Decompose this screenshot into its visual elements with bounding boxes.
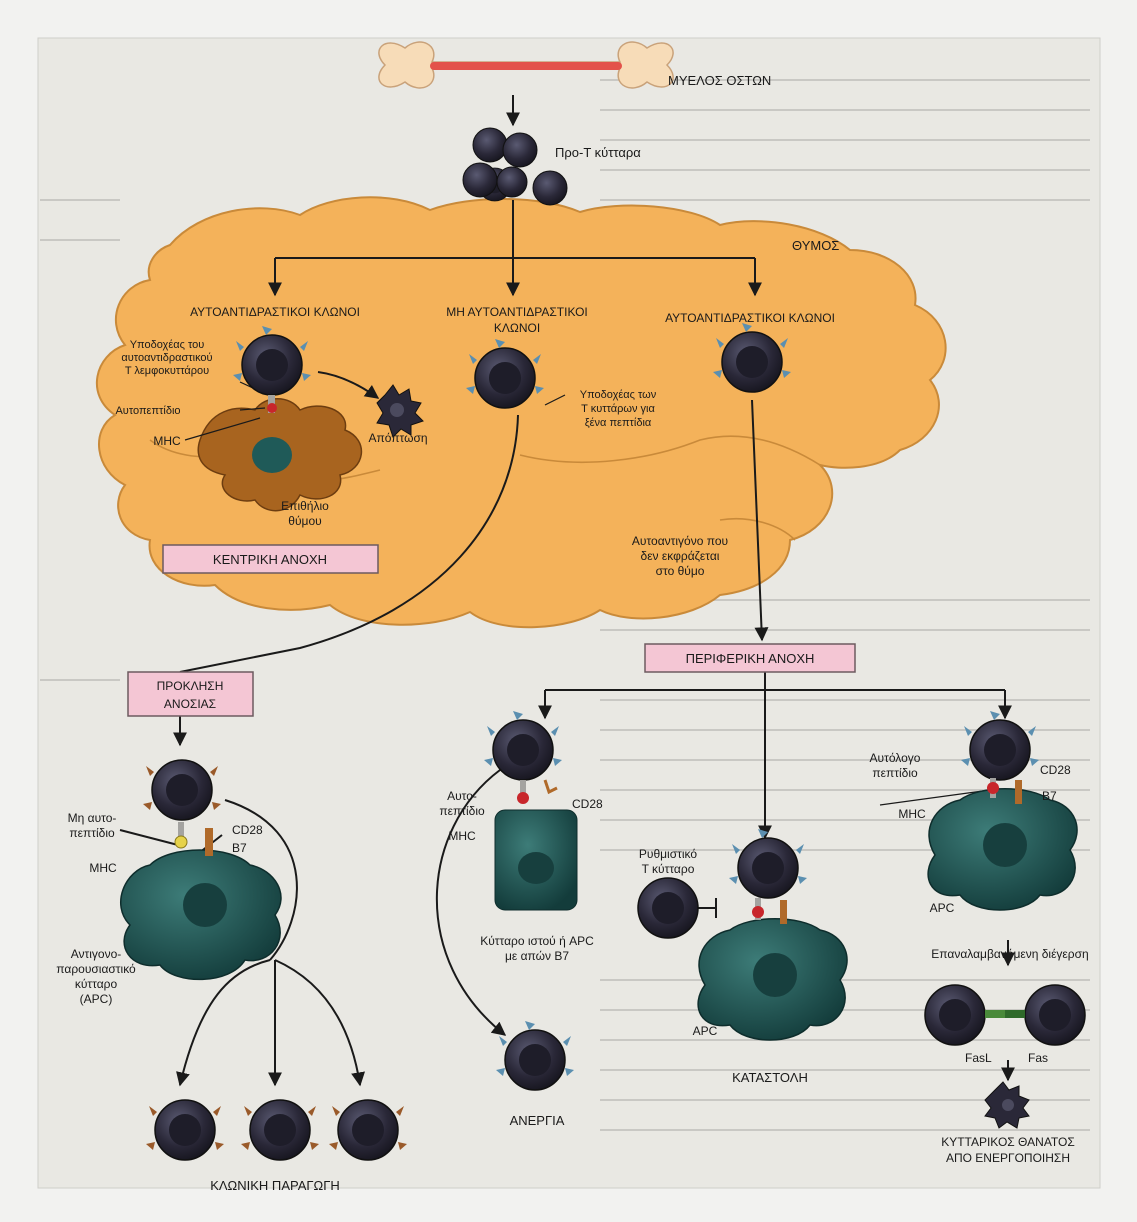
label-apc-suppression: APC bbox=[693, 1024, 718, 1038]
label-apc-1: Αντιγονο- bbox=[71, 947, 122, 961]
label-thymus: ΘΥΜΟΣ bbox=[792, 238, 839, 253]
label-autoreactive-right: ΑΥΤΟΑΝΤΙΔΡΑΣΤΙΚΟΙ ΚΛΩΝΟΙ bbox=[665, 311, 835, 325]
fas-t-cell bbox=[1025, 985, 1085, 1045]
label-cd28-left: CD28 bbox=[232, 823, 263, 837]
fasl-t-cell bbox=[925, 985, 985, 1045]
label-autologous-2: πεπτίδιο bbox=[872, 766, 918, 780]
label-cd28-mid: CD28 bbox=[572, 797, 603, 811]
label-immunity-1: ΠΡΟΚΛΗΣΗ bbox=[157, 679, 224, 693]
label-epithelium-2: θύμου bbox=[288, 514, 321, 528]
tissue-nucleus bbox=[518, 852, 554, 884]
label-immunity-2: ΑΝΟΣΙΑΣ bbox=[164, 697, 216, 711]
label-b7-right: B7 bbox=[1042, 789, 1057, 803]
label-death-1: ΚΥΤΤΑΡΙΚΟΣ ΘΑΝΑΤΟΣ bbox=[941, 1135, 1075, 1149]
label-death-2: ΑΠΟ ΕΝΕΡΓΟΠΟΙΗΣΗ bbox=[946, 1151, 1070, 1165]
label-mhc: MHC bbox=[153, 434, 181, 448]
label-receptor-2: αυτοαντιδραστικού bbox=[121, 352, 212, 364]
label-regulatory-2: Τ κύτταρο bbox=[642, 862, 695, 876]
label-non-self-1: Μη αυτο- bbox=[68, 811, 117, 825]
label-self-peptide: Αυτοπεπτίδιο bbox=[115, 405, 180, 417]
label-epithelium-1: Επιθήλιο bbox=[281, 499, 329, 513]
label-self-antigen-3: στο θύμο bbox=[656, 564, 705, 578]
label-foreign-receptor-2: Τ κυττάρων για bbox=[581, 403, 655, 415]
label-regulatory-1: Ρυθμιστικό bbox=[639, 847, 697, 861]
label-mhc-left: MHC bbox=[89, 861, 117, 875]
label-non-self-2: πεπτίδιο bbox=[69, 826, 115, 840]
label-central-tolerance: ΚΕΝΤΡΙΚΗ ΑΝΟΧΗ bbox=[213, 552, 327, 567]
label-cd28-right: CD28 bbox=[1040, 763, 1071, 777]
label-apc-4: (APC) bbox=[80, 992, 113, 1006]
label-peripheral-tolerance: ΠΕΡΙΦΕΡΙΚΗ ΑΝΟΧΗ bbox=[686, 651, 815, 666]
label-pre-t-cells: Προ-Τ κύτταρα bbox=[555, 145, 641, 160]
label-bone-marrow: ΜΥΕΛΟΣ ΟΣΤΩΝ bbox=[668, 73, 771, 88]
label-foreign-receptor-3: ξένα πεπτίδια bbox=[585, 417, 652, 429]
label-autologous-1: Αυτόλογο bbox=[870, 751, 921, 765]
label-auto-2: πεπτίδιο bbox=[439, 804, 485, 818]
label-mhc-mid: MHC bbox=[448, 829, 476, 843]
label-apc-2: παρουσιαστικό bbox=[56, 962, 136, 976]
label-tissue-2: με απών B7 bbox=[505, 949, 569, 963]
label-suppression: ΚΑΤΑΣΤΟΛΗ bbox=[732, 1070, 808, 1085]
label-apoptosis: Απόπτωση bbox=[368, 431, 427, 445]
label-fasl: FasL bbox=[965, 1051, 992, 1065]
label-receptor-3: Τ λεμφοκυττάρου bbox=[125, 365, 209, 377]
epithelium-nucleus bbox=[252, 437, 292, 473]
regulatory-t-cell bbox=[638, 878, 698, 938]
label-foreign-receptor-1: Υποδοχέας των bbox=[580, 389, 657, 401]
label-tissue-1: Κύτταρο ιστού ή APC bbox=[480, 934, 594, 948]
label-non-autoreactive-1: ΜΗ ΑΥΤΟΑΝΤΙΔΡΑΣΤΙΚΟΙ bbox=[446, 305, 588, 319]
apc-suppression-nucleus bbox=[753, 953, 797, 997]
fas-interaction bbox=[985, 1010, 1025, 1018]
apc-nucleus bbox=[183, 883, 227, 927]
label-fas: Fas bbox=[1028, 1051, 1048, 1065]
label-receptor-1: Υποδοχέας του bbox=[130, 339, 205, 351]
apc-right-nucleus bbox=[983, 823, 1027, 867]
label-self-antigen-1: Αυτοαντιγόνο που bbox=[632, 534, 728, 548]
label-mhc-right: MHC bbox=[898, 807, 926, 821]
label-anergy: ΑΝΕΡΓΙΑ bbox=[510, 1113, 565, 1128]
label-clonal: ΚΛΩΝΙΚΗ ΠΑΡΑΓΩΓΗ bbox=[210, 1178, 340, 1193]
label-b7-left: B7 bbox=[232, 841, 247, 855]
label-self-antigen-2: δεν εκφράζεται bbox=[641, 549, 720, 563]
label-auto-1: Αυτο- bbox=[447, 789, 477, 803]
label-repeated: Επαναλαμβανόμενη διέγερση bbox=[931, 947, 1088, 961]
label-non-autoreactive-2: ΚΛΩΝΟΙ bbox=[494, 321, 540, 335]
label-apc-right: APC bbox=[930, 901, 955, 915]
label-autoreactive-left: ΑΥΤΟΑΝΤΙΔΡΑΣΤΙΚΟΙ ΚΛΩΝΟΙ bbox=[190, 305, 360, 319]
label-apc-3: κύτταρο bbox=[75, 977, 118, 991]
